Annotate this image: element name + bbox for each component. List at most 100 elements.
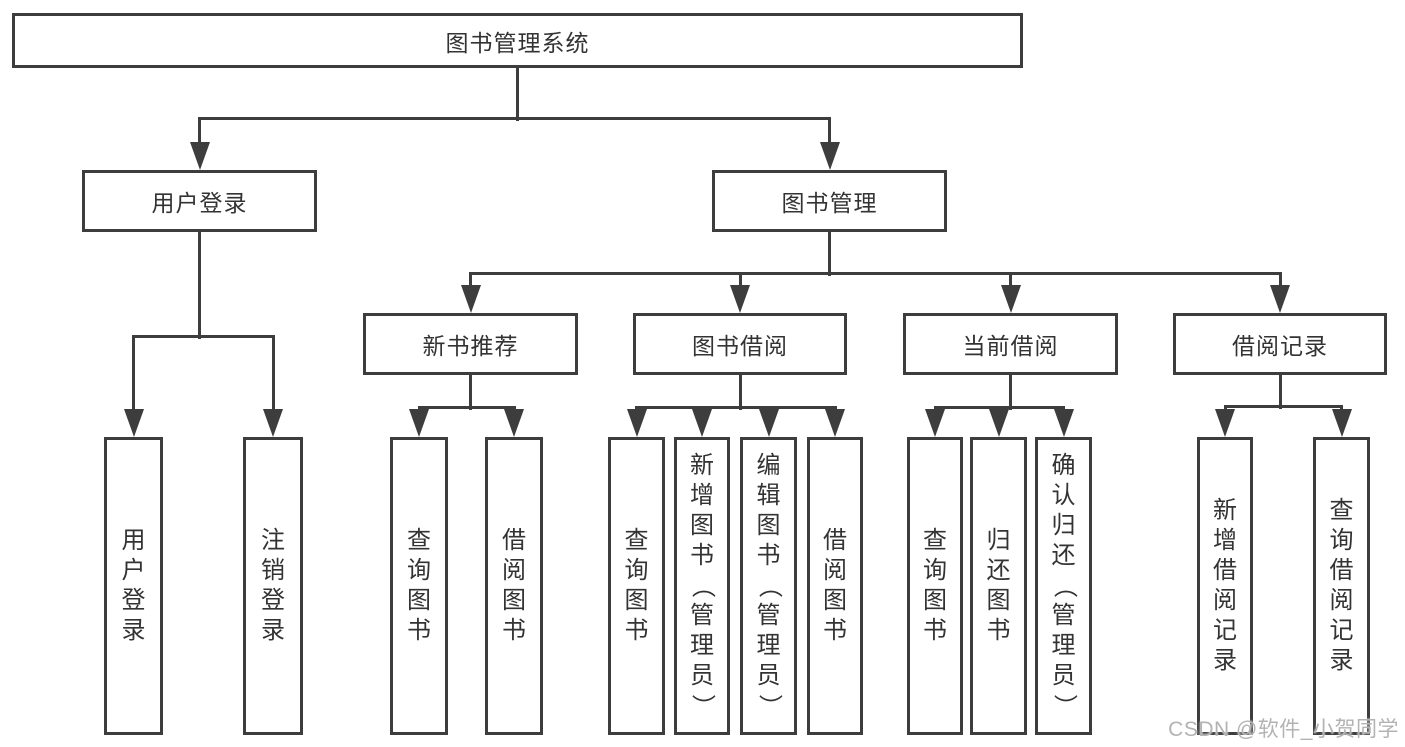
arrow-down-icon: [1215, 409, 1235, 437]
connector-line: [828, 232, 831, 276]
node-label-char: 记: [1213, 617, 1237, 644]
node-label-char: 录: [1329, 647, 1354, 674]
node-label-char: 借: [1213, 557, 1237, 584]
node-label-char: 销: [261, 557, 285, 584]
node-label-char: 书: [502, 617, 526, 644]
node-label-char: 阅: [1329, 587, 1354, 614]
connector-line: [198, 232, 201, 339]
node-book-borrow: 图书借阅: [633, 313, 847, 375]
node-leaf-user-login: 用户登录: [104, 437, 163, 735]
connector-line: [1278, 375, 1282, 409]
node-leaf-query-book-1: 查询图书: [390, 437, 448, 735]
node-label-char: 员: [756, 662, 781, 689]
connector-line: [635, 405, 837, 409]
node-label-char: 增: [690, 482, 714, 509]
arrow-down-icon: [460, 285, 481, 313]
arrow-down-icon: [758, 409, 779, 437]
connector-line: [828, 116, 831, 144]
node-leaf-logout: 注销登录: [243, 437, 303, 735]
node-label-char: 图: [923, 587, 947, 614]
node-label-char: 登: [261, 587, 285, 614]
node-new-book-rec: 新书推荐: [363, 313, 578, 375]
connector-line: [738, 375, 742, 410]
watermark: CSDN @软件_小贺同学: [1168, 718, 1399, 741]
node-label-char: 图: [756, 512, 781, 539]
node-label-char: 图: [624, 587, 649, 614]
node-label-char: 员: [1051, 662, 1076, 689]
connector-line: [1278, 271, 1282, 287]
connector-line: [1009, 271, 1012, 287]
connector-line: [271, 334, 275, 411]
node-label-char: ）: [755, 694, 783, 718]
node-label-char: 阅: [823, 557, 847, 584]
node-label-char: 录: [121, 617, 146, 644]
node-label: 图书借阅: [692, 333, 788, 359]
connector-line: [1223, 404, 1227, 411]
node-label-char: 注: [261, 527, 285, 554]
connector-line: [469, 271, 1282, 275]
node-label-char: 书: [407, 617, 431, 644]
node-label-char: 登: [121, 587, 146, 614]
connector-line: [997, 405, 1000, 411]
node-label-char: 图: [690, 512, 714, 539]
node-label-char: 还: [986, 557, 1011, 584]
node-label-char: 还: [1051, 542, 1076, 569]
node-current-borrow: 当前借阅: [903, 313, 1118, 375]
node-label-char: 编: [756, 452, 781, 479]
arrow-down-icon: [730, 285, 750, 313]
connector-line: [833, 405, 837, 411]
node-label-char: 归: [986, 527, 1011, 554]
connector-line: [469, 375, 472, 410]
arrow-down-icon: [263, 409, 283, 437]
connector-line: [700, 405, 704, 411]
node-label-char: 录: [261, 617, 285, 644]
arrow-down-icon: [189, 142, 210, 170]
node-leaf-add-borrow-record: 新增借阅记录: [1197, 437, 1253, 735]
node-label-char: 增: [1213, 527, 1237, 554]
node-label-char: 书: [923, 617, 947, 644]
connector-line: [516, 68, 519, 121]
connector-line: [132, 334, 275, 338]
node-label-char: 查: [1329, 497, 1354, 524]
node-leaf-return-book: 归还图书: [970, 437, 1027, 735]
node-label-char: 借: [502, 527, 526, 554]
node-label-char: ）: [689, 694, 716, 718]
node-label-char: 借: [1329, 557, 1354, 584]
node-label: 用户登录: [151, 190, 248, 216]
connector-line: [132, 334, 135, 411]
node-label-char: 询: [1329, 527, 1354, 554]
node-label-char: 录: [1213, 647, 1237, 674]
node-leaf-query-borrow-record: 查询借阅记录: [1313, 437, 1370, 735]
node-label-char: 询: [923, 557, 947, 584]
connector-line: [469, 271, 472, 287]
arrow-down-icon: [1270, 285, 1290, 313]
node-book-mgmt: 图书管理: [712, 170, 947, 232]
arrow-down-icon: [123, 409, 144, 437]
node-label-char: 理: [1051, 632, 1076, 659]
arrow-down-icon: [504, 409, 524, 437]
node-label-char: 查: [407, 527, 431, 554]
arrow-down-icon: [692, 409, 712, 437]
node-label-char: 阅: [1213, 587, 1237, 614]
connector-line: [767, 405, 770, 411]
connector-line: [635, 405, 638, 411]
node-leaf-query-book-2: 查询图书: [608, 437, 665, 735]
node-label-char: 理: [690, 632, 714, 659]
node-label-char: 书: [823, 617, 847, 644]
arrow-down-icon: [925, 409, 945, 437]
node-leaf-borrow-book-1: 借阅图书: [485, 437, 543, 735]
arrow-down-icon: [825, 409, 845, 437]
node-label-char: 新: [690, 452, 714, 479]
node-label-char: 辑: [756, 482, 781, 509]
connector-line: [1340, 404, 1343, 411]
node-label-char: 管: [690, 602, 714, 629]
connector-line: [198, 116, 201, 144]
node-label-char: 询: [407, 557, 431, 584]
node-borrow-record: 借阅记录: [1173, 313, 1387, 375]
connector-line: [198, 116, 831, 120]
node-label-char: （: [1050, 574, 1078, 598]
node-user-login: 用户登录: [82, 170, 317, 232]
node-label-char: 书: [756, 542, 781, 569]
node-label-char: 归: [1051, 512, 1076, 539]
